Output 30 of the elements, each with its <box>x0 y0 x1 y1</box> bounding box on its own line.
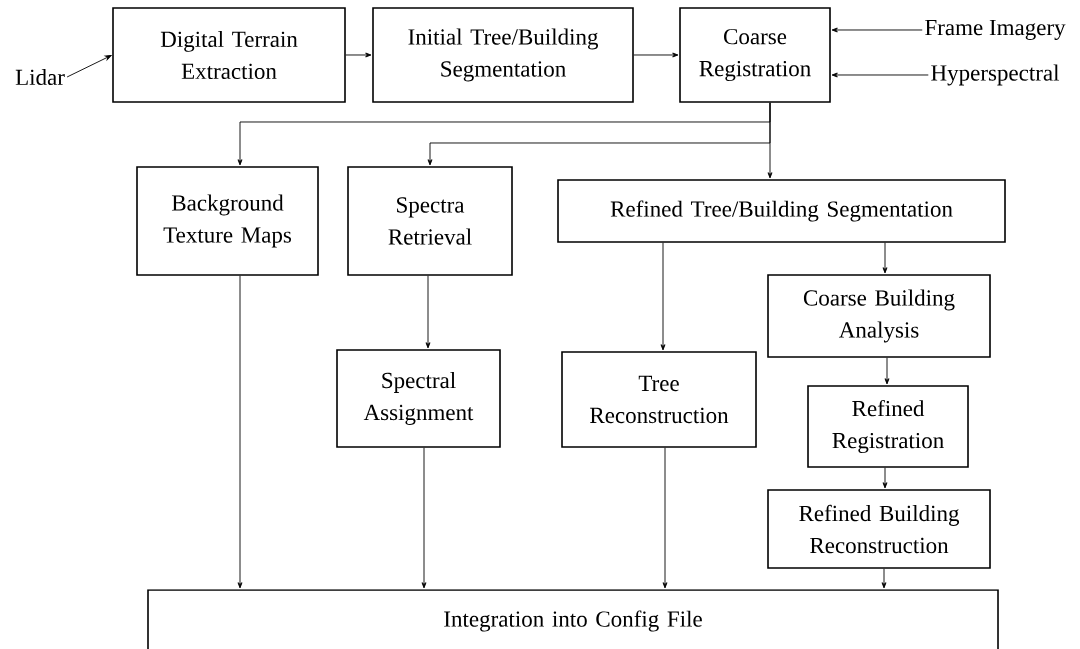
arrow <box>881 568 887 589</box>
arrow <box>767 102 773 179</box>
process-box: Coarse Building Analysis <box>767 274 991 358</box>
arrow <box>633 52 679 58</box>
process-box: Refined Registration <box>807 385 969 468</box>
process-box: Refined Building Reconstruction <box>767 489 991 569</box>
arrow <box>421 447 427 589</box>
arrow <box>660 242 666 351</box>
arrow <box>66 55 112 78</box>
process-box: Refined Tree/Building Segmentation <box>557 179 1006 243</box>
arrow <box>831 27 923 33</box>
arrow <box>662 447 668 589</box>
input-label: Hyperspectral <box>931 64 1060 86</box>
input-label: Frame Imagery <box>925 19 1066 40</box>
process-box: Tree Reconstruction <box>561 351 757 448</box>
process-box: Spectral Assignment <box>336 349 501 448</box>
process-box: Initial Tree/Building Segmentation <box>372 7 634 103</box>
arrow <box>882 242 888 274</box>
arrow <box>425 275 431 349</box>
arrow <box>884 357 890 385</box>
process-box: Background Texture Maps <box>136 166 319 276</box>
process-box: Digital Terrain Extraction <box>112 7 346 103</box>
arrow <box>831 72 929 78</box>
input-label: Lidar <box>15 68 65 86</box>
arrow <box>345 52 372 58</box>
process-box: Coarse Registration <box>679 7 831 103</box>
process-box: Integration into Config File <box>147 589 999 649</box>
arrow <box>882 467 888 489</box>
arrow <box>237 275 243 589</box>
process-box: Spectra Retrieval <box>347 166 513 276</box>
